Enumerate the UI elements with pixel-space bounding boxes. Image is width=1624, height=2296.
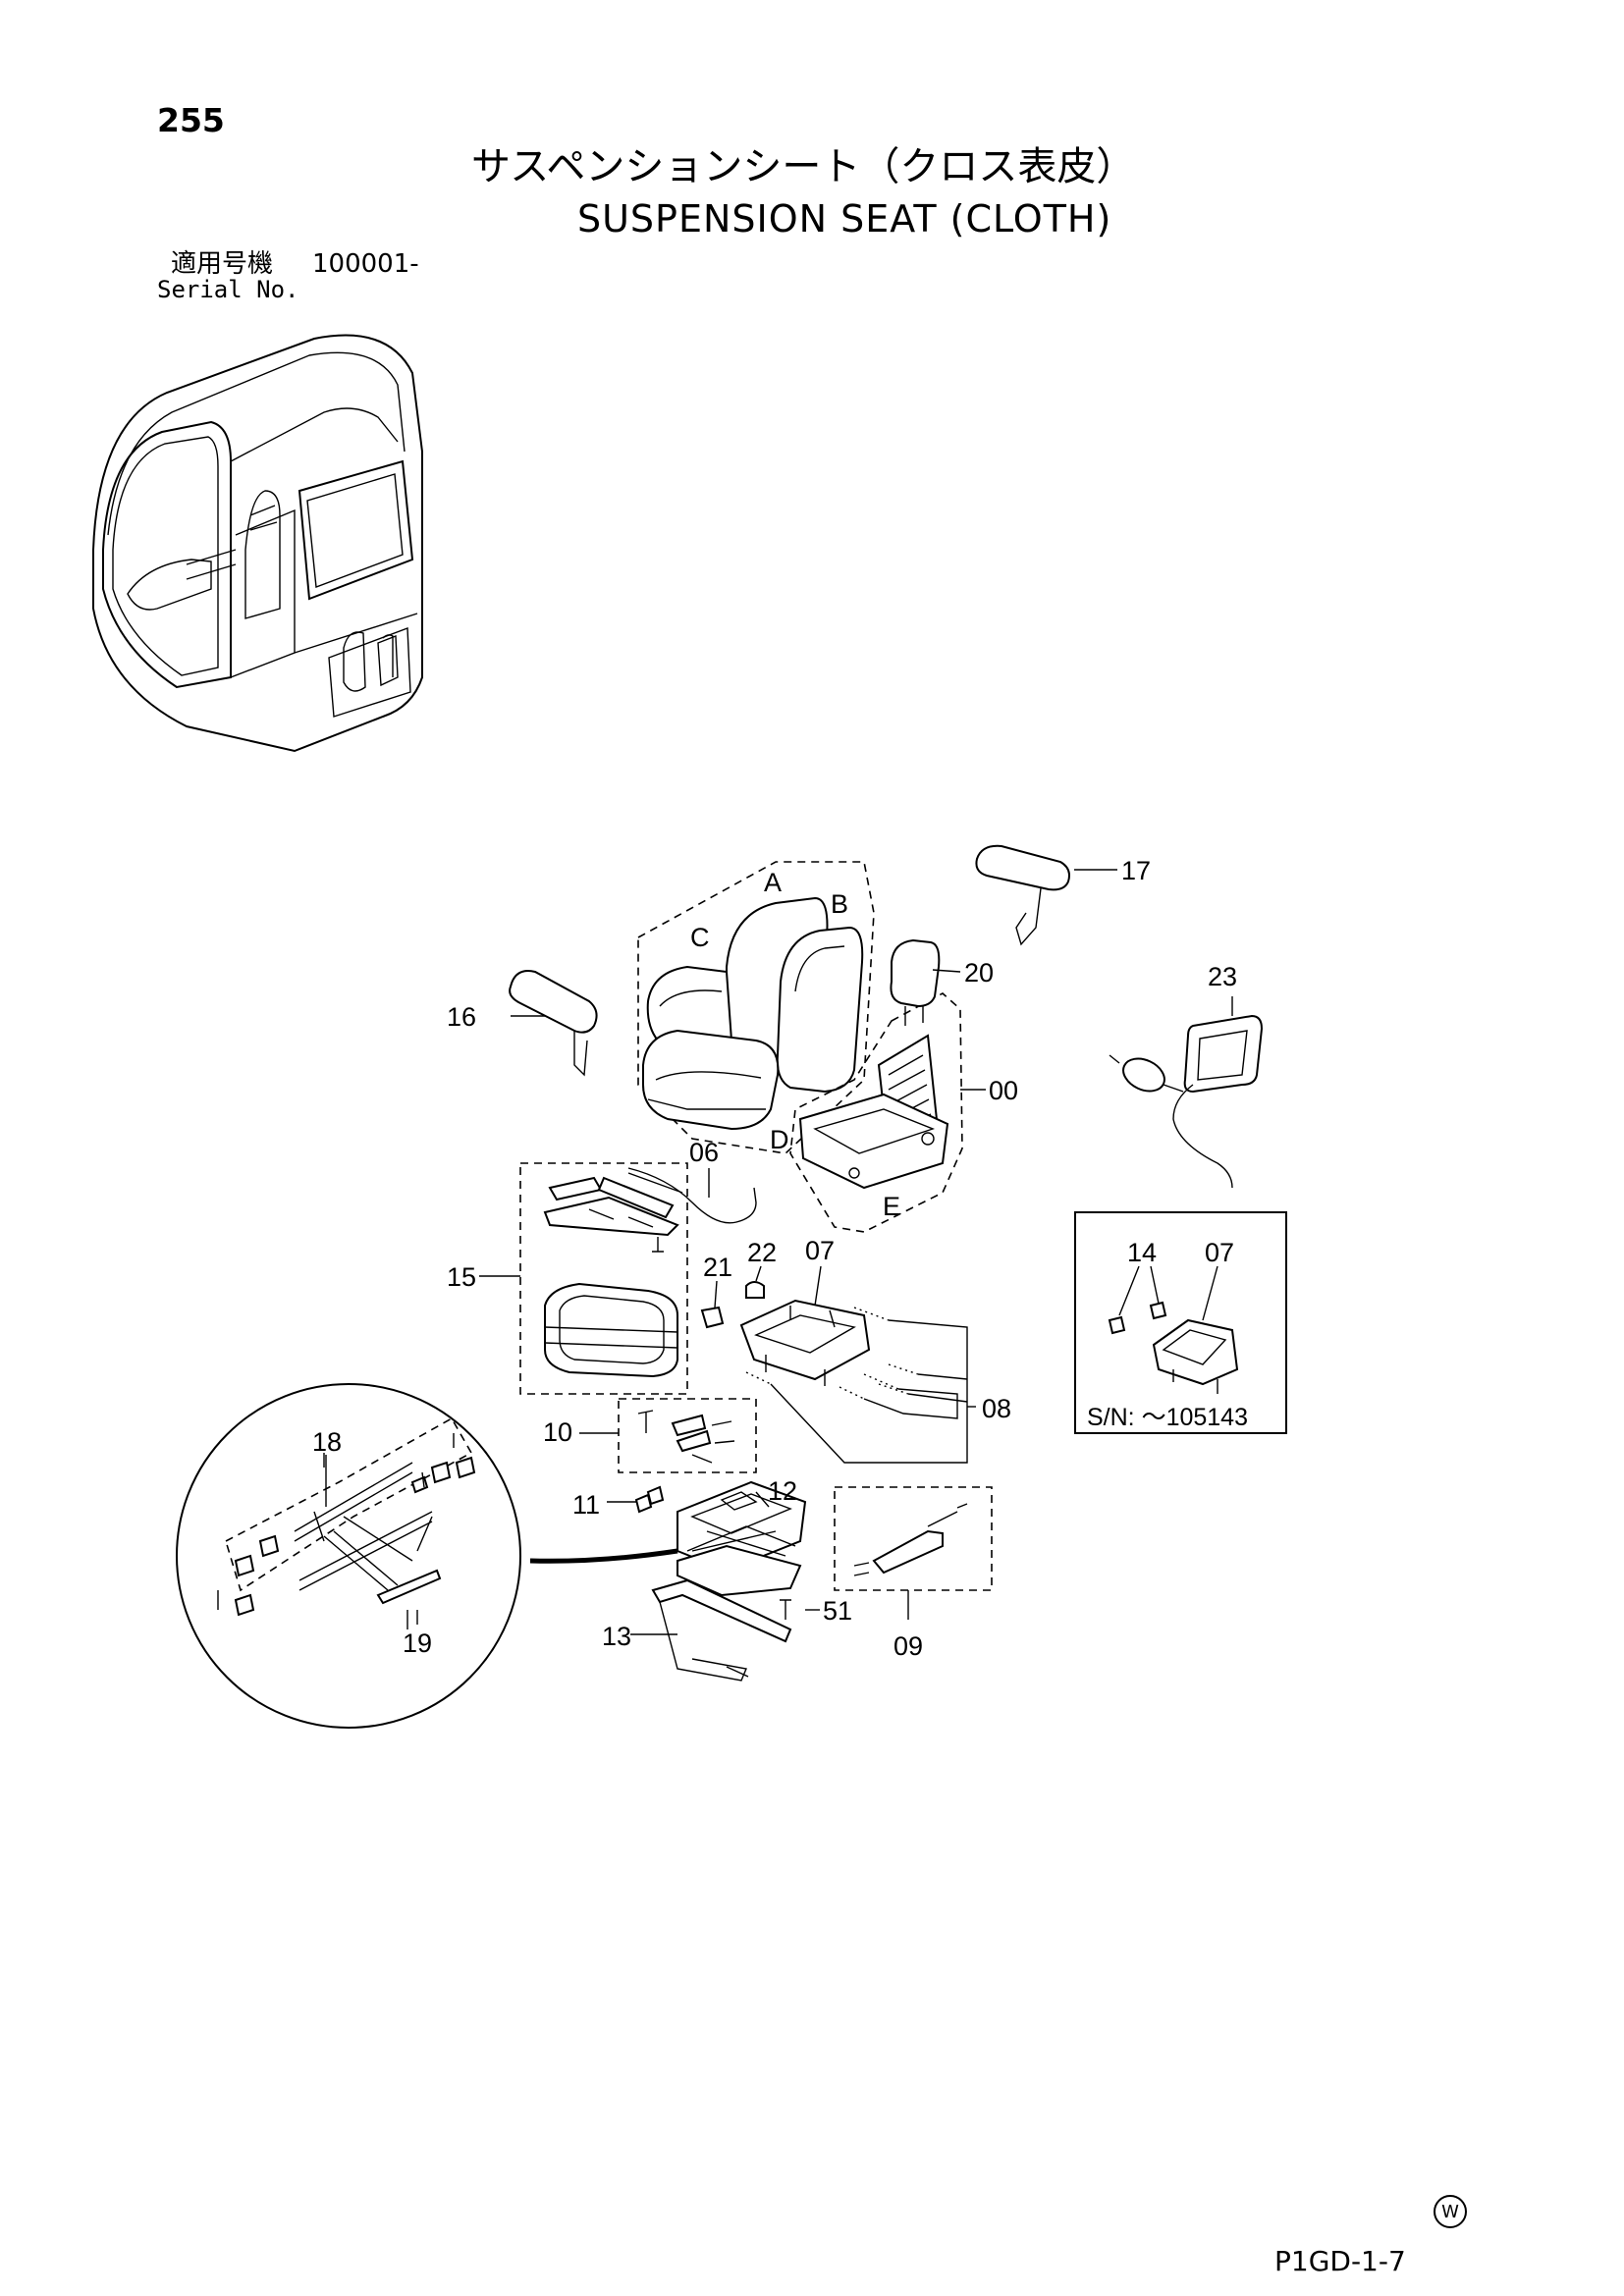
inset-group-outline: [225, 1416, 473, 1592]
callout-19: 19: [403, 1629, 432, 1658]
w-mark-icon: W: [1434, 2195, 1467, 2228]
callout-22: 22: [747, 1238, 777, 1267]
leader-07: [814, 1265, 822, 1307]
leader-22: [755, 1265, 762, 1282]
part-21: [700, 1306, 725, 1329]
lumbar-pad: [1183, 1014, 1264, 1094]
title-english: SUSPENSION SEAT (CLOTH): [577, 197, 1112, 240]
serial-label-english: Serial No.: [157, 276, 299, 303]
callout-08: 08: [982, 1394, 1011, 1423]
leader-inset-07: [1202, 1265, 1218, 1321]
callout-20: 20: [964, 958, 994, 988]
callout-13: 13: [602, 1622, 631, 1651]
callout-21: 21: [703, 1253, 732, 1282]
callout-06: 06: [689, 1138, 719, 1167]
seat-base-frame: [798, 1093, 949, 1190]
callout-14: 14: [1127, 1238, 1157, 1267]
leader-20: [932, 969, 961, 973]
callout-23: 23: [1208, 962, 1237, 991]
seat-bottom-cushion: [642, 1029, 780, 1131]
headrest: [890, 938, 941, 1008]
w-mark-label: W: [1441, 2201, 1459, 2222]
callout-11: 11: [572, 1490, 600, 1520]
callout-D: D: [770, 1125, 789, 1154]
inset-suspension-base: [1152, 1318, 1239, 1386]
armrest-left: [509, 970, 598, 1034]
callout-00: 00: [989, 1076, 1018, 1105]
cab-01-icon: [92, 334, 423, 753]
inset-serial-note: S/N: ～105143: [1087, 1404, 1248, 1431]
suspension-lower-plate: [677, 1544, 802, 1597]
callout-10: 10: [543, 1417, 572, 1447]
seat-frame-outline: [789, 992, 963, 1233]
callout-18: 18: [312, 1427, 342, 1457]
callout-inset-07: 07: [1205, 1238, 1234, 1267]
callout-15: 15: [447, 1262, 476, 1292]
detail-inset-circle: [176, 1383, 521, 1729]
callout-51: 51: [823, 1596, 852, 1626]
rail-upper-left: [548, 1176, 603, 1201]
slide-rail-group-outline: [519, 1162, 688, 1395]
group-10-outline: [618, 1398, 757, 1473]
damper: [872, 1529, 944, 1575]
callout-09: 09: [893, 1631, 923, 1661]
callout-A: A: [764, 868, 782, 897]
leader-21: [714, 1280, 718, 1308]
callout-07: 07: [805, 1236, 835, 1265]
callout-B: B: [831, 889, 848, 919]
pump-bulb: [1122, 1057, 1165, 1093]
callout-C: C: [690, 923, 710, 952]
seat-back-cover: [776, 926, 864, 1094]
title-japanese: サスペンションシート（クロス表皮）: [471, 144, 1136, 189]
part-22: [745, 1281, 765, 1299]
callout-12: 12: [768, 1476, 797, 1506]
leader-14: [1118, 1265, 1160, 1316]
page-number: 255: [157, 101, 225, 139]
rail-lower: [543, 1196, 679, 1237]
callout-17: 17: [1121, 856, 1151, 885]
leader-12: [755, 1491, 770, 1508]
callout-E: E: [883, 1192, 900, 1221]
serial-value: 100001-: [312, 249, 419, 279]
suspension-base: [739, 1299, 871, 1381]
serial-inset-box: [1074, 1211, 1287, 1434]
page-code: P1GD-1-7: [1274, 2245, 1406, 2277]
callout-16: 16: [447, 1002, 476, 1032]
armrest-right: [975, 844, 1070, 891]
serial-label-japanese: 適用号機: [171, 249, 274, 279]
rail-upper-right: [597, 1176, 675, 1219]
